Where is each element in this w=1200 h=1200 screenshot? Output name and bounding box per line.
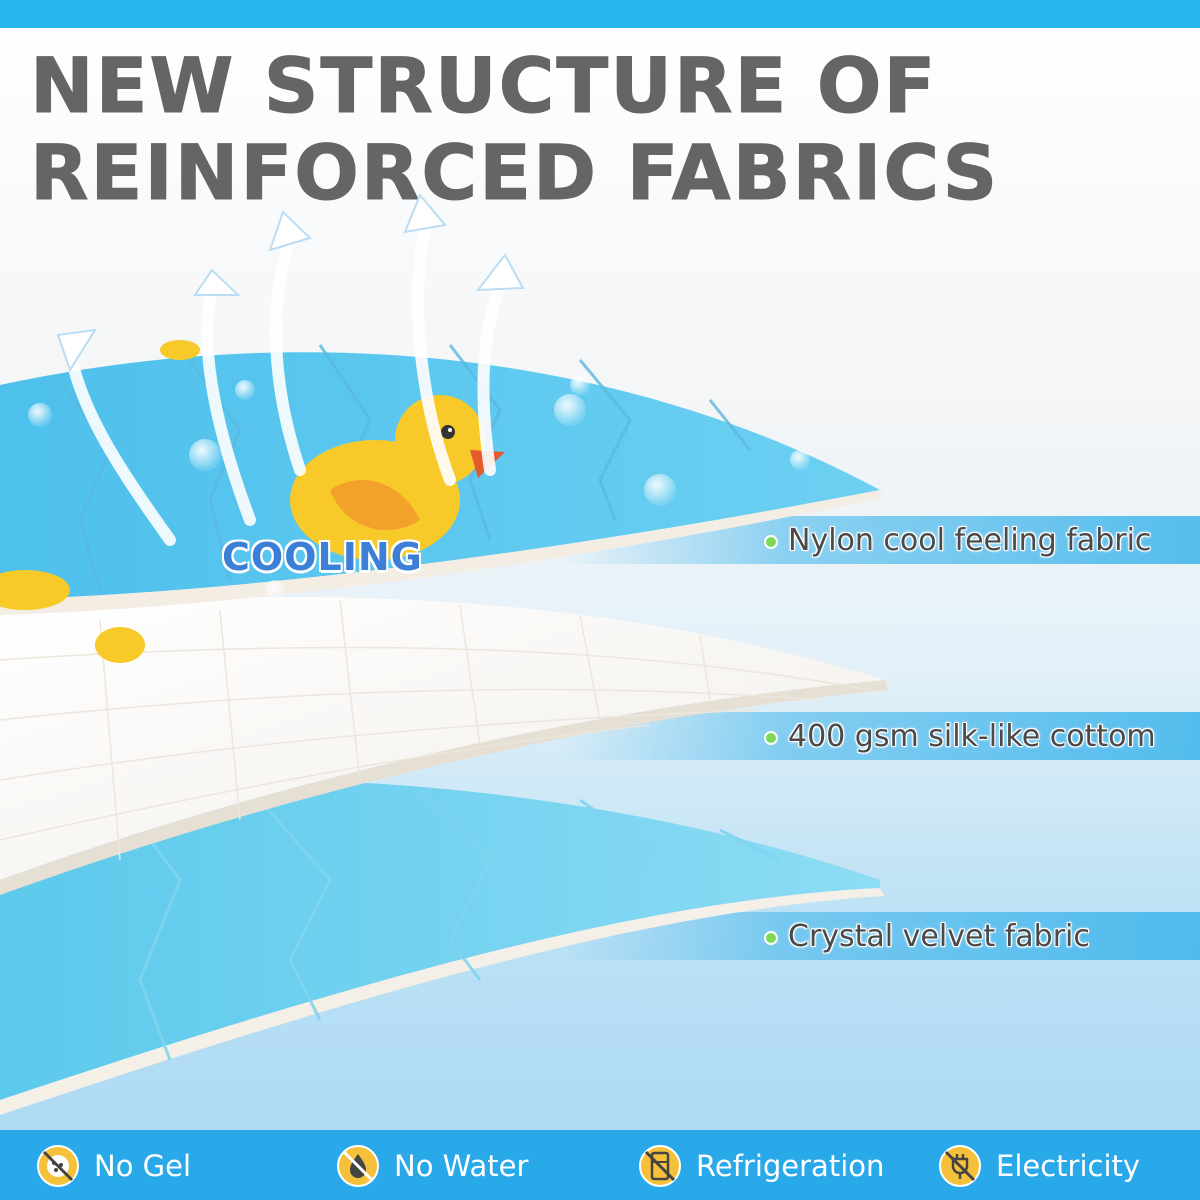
feature-electricity: Electricity	[938, 1142, 1140, 1190]
feature-no-gel: No Gel	[36, 1142, 191, 1190]
layer-label-3: Crystal velvet fabric	[764, 919, 1090, 954]
feature-bar	[0, 1130, 1200, 1200]
feature-electricity-label: Electricity	[996, 1149, 1141, 1183]
layer-label-3-text: Crystal velvet fabric	[788, 919, 1090, 954]
feature-no-gel-label: No Gel	[94, 1149, 192, 1183]
bullet-dot	[764, 534, 778, 549]
cooling-airflow-arrows	[64, 222, 506, 546]
no-refrigeration-icon	[639, 1145, 681, 1187]
cotton-layer	[0, 596, 888, 895]
velvet-layer	[0, 778, 884, 1115]
bullet-dot	[764, 730, 778, 745]
arrow-heads	[56, 193, 525, 373]
no-gel-icon	[37, 1145, 79, 1187]
layer-label-1-text: Nylon cool feeling fabric	[788, 523, 1152, 558]
no-electricity-icon	[939, 1145, 981, 1187]
cooling-label: COOLING	[222, 535, 423, 579]
feature-refrigeration-label: Refrigeration	[696, 1149, 885, 1183]
headline-line-2: REINFORCED FABRICS	[30, 128, 1000, 217]
layer-label-2: 400 gsm silk-like cottom	[764, 719, 1156, 754]
layer-label-1: Nylon cool feeling fabric	[764, 523, 1151, 558]
feature-no-water-label: No Water	[394, 1149, 529, 1183]
feature-no-water: No Water	[336, 1142, 528, 1190]
no-water-icon	[337, 1145, 379, 1187]
feature-refrigeration: Refrigeration	[638, 1142, 884, 1190]
headline-line-1: NEW STRUCTURE OF	[30, 41, 938, 130]
top-accent-bar	[0, 0, 1200, 28]
layer-label-2-text: 400 gsm silk-like cottom	[788, 719, 1156, 754]
layer-label-band-2	[560, 712, 1200, 760]
bullet-dot	[764, 930, 778, 945]
